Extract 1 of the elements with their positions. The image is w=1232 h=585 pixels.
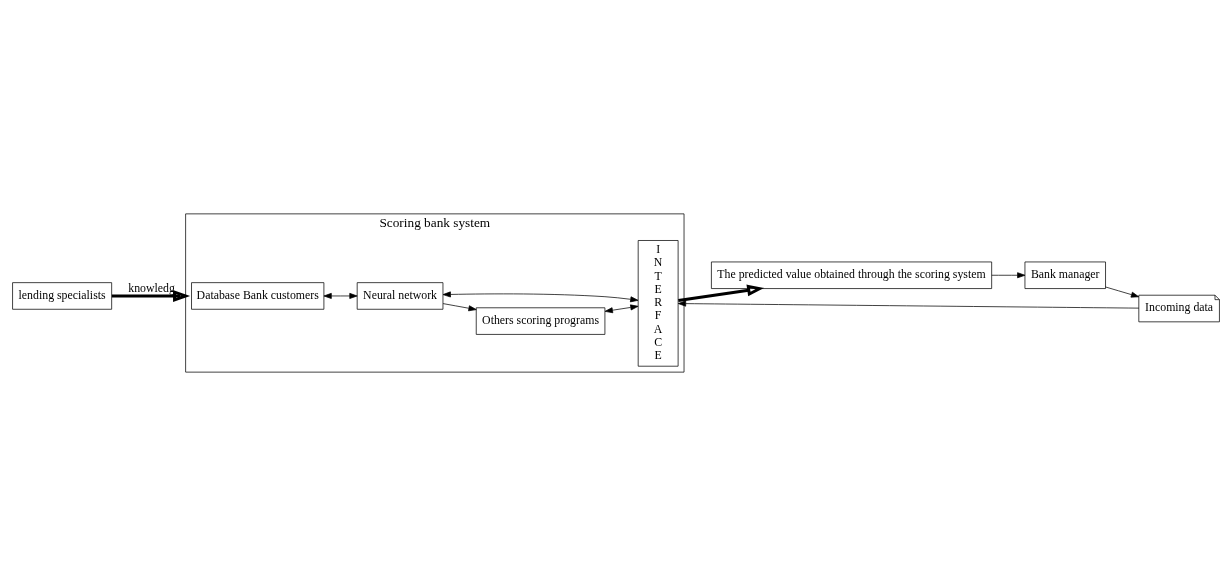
edge-label: knowledg — [128, 280, 175, 295]
